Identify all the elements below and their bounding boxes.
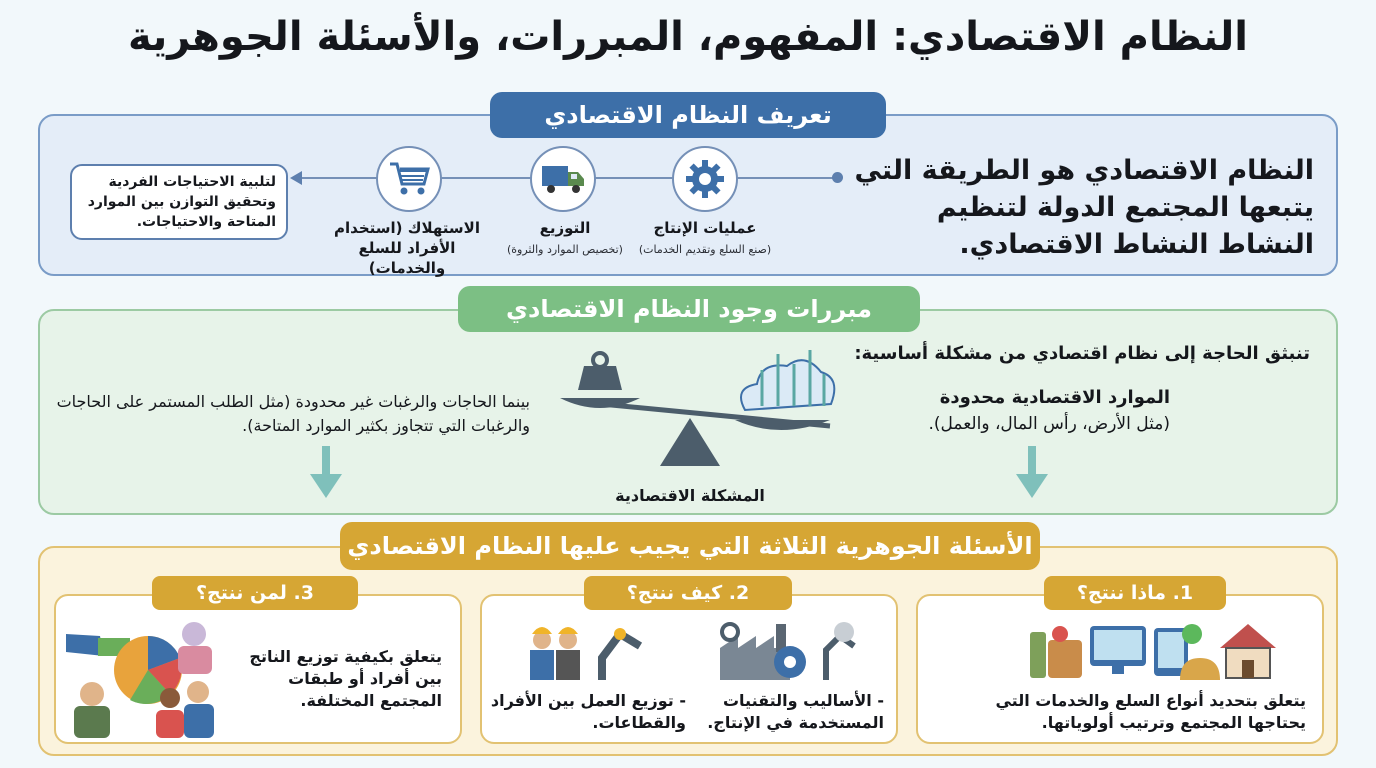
resources-sub: (مثل الأرض، رأس المال، والعمل). (928, 414, 1170, 434)
flow-start-dot (832, 172, 843, 183)
question-for-whom-label: 3. لمن ننتج؟ (152, 576, 358, 610)
step-production-sub: (صنع السلع وتقديم الخدمات) (638, 243, 772, 256)
factory-gears-icon (720, 622, 856, 680)
step-production-label: عمليات الإنتاج (653, 219, 757, 237)
question-how-text-a: - الأساليب والتقنيات المستخدمة في الإنتا… (707, 691, 884, 732)
resources-title: الموارد الاقتصادية محدودة (939, 387, 1170, 408)
consumption-circle (376, 146, 442, 212)
flow-arrowhead (290, 171, 302, 185)
arrow-down-left-icon (310, 446, 342, 498)
step-consumption-label: الاستهلاك (استخدام الأفراد للسلع والخدما… (334, 219, 480, 277)
cart-icon (390, 162, 430, 195)
questions-heading: الأسئلة الجوهرية الثلاثة التي يجيب عليها… (340, 522, 1040, 570)
justification-heading: مبررات وجود النظام الاقتصادي (458, 286, 920, 332)
wants-text: بينما الحاجات والرغبات غير محدودة (مثل ا… (56, 392, 530, 435)
justification-intro: تنبثق الحاجة إلى نظام اقتصادي من مشكلة أ… (854, 343, 1310, 364)
goal-box: لتلبية الاحتياجات الفردية وتحقيق التوازن… (70, 164, 288, 240)
gear-icon (686, 160, 724, 198)
production-circle (672, 146, 738, 212)
question-what-label: 1. ماذا ننتج؟ (1044, 576, 1226, 610)
page-title: النظام الاقتصادي: المفهوم، المبررات، وال… (128, 14, 1248, 60)
question-how-label: 2. كيف ننتج؟ (584, 576, 792, 610)
question-what-text: يتعلق بتحديد أنواع السلع والخدمات التي ي… (995, 691, 1306, 732)
step-distribution-sub: (تخصيص الموارد والثروة) (507, 243, 623, 256)
definition-text: النظام الاقتصادي هو الطريقة التي يتبعها … (854, 155, 1314, 260)
definition-heading: تعريف النظام الاقتصادي (490, 92, 886, 138)
goods-services-icon (1030, 624, 1276, 680)
distribution-circle (530, 146, 596, 212)
truck-icon (542, 166, 584, 193)
economic-problem-label: المشكلة الاقتصادية (615, 486, 765, 505)
question-for-whom-text: يتعلق بكيفية توزيع الناتج بين أفراد أو ط… (249, 647, 442, 710)
scale-icon (560, 350, 836, 466)
step-distribution-label: التوزيع (539, 219, 591, 237)
arrow-down-right-icon (1016, 446, 1048, 498)
income-distribution-icon (66, 622, 214, 738)
workers-robot-icon (530, 627, 643, 680)
question-how-text-b: - توزيع العمل بين الأفراد والقطاعات. (490, 691, 686, 732)
